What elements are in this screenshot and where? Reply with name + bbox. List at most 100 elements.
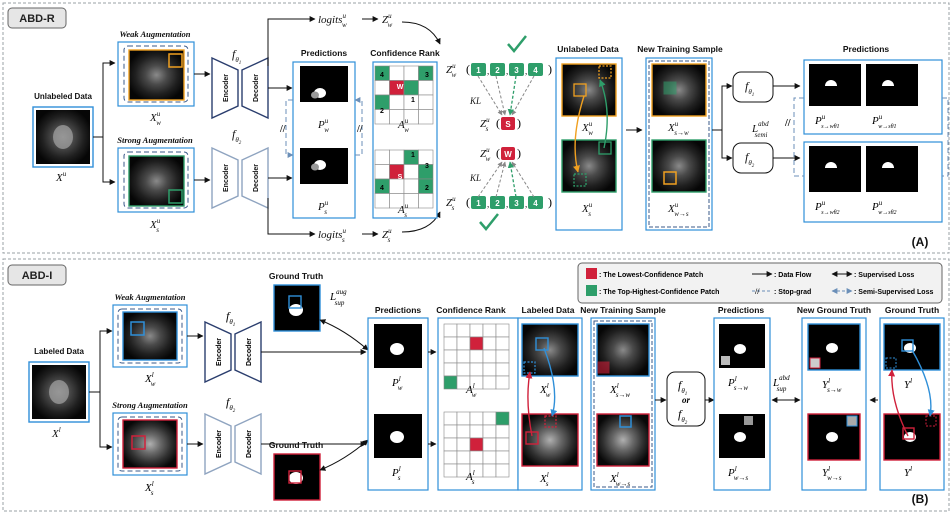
svg-text:Puw→sθ2: Puw→sθ2 [871, 199, 897, 216]
grid-w-num1: 4 [380, 72, 384, 79]
svg-text:Yl: Yl [904, 465, 912, 479]
grid-bs-cell [495, 437, 510, 452]
svg-text:(: ( [496, 116, 500, 130]
seq-comma: , [506, 199, 508, 209]
svg-text:Xlw: Xlw [539, 382, 551, 399]
svg-text:Yls→w: Yls→w [822, 377, 842, 394]
svg-text:): ) [517, 146, 521, 160]
grid-bs-cell [495, 424, 510, 439]
svg-text:Pls: Pls [391, 465, 401, 482]
unlabeled-xw-image [561, 63, 617, 117]
weak-aug-label-b: Weak Augmentation [114, 292, 185, 302]
svg-text:Yl: Yl [904, 377, 912, 391]
encoder-strong-a [211, 146, 239, 210]
grid-bw-cell [443, 349, 458, 364]
grid-bw-cell [482, 375, 497, 390]
svg-text:Pus: Pus [317, 199, 329, 216]
weak-patch-orange [168, 53, 183, 68]
grid-s-num1: 1 [411, 152, 415, 159]
grid-bs-cell [495, 450, 510, 465]
grid-bs-cell [456, 437, 471, 452]
grid-bs-cell [469, 424, 484, 439]
svg-text:Xls: Xls [144, 480, 154, 497]
labeled-data-label: Labeled Data [34, 347, 84, 356]
svg-text:fθ1: fθ1 [678, 378, 687, 397]
kl-top: KL [469, 96, 481, 106]
grid-bs-cell [443, 424, 458, 439]
svg-text:fθ2: fθ2 [226, 395, 236, 414]
unlabeled-xs-image [561, 139, 617, 193]
svg-text:Xuw→s: Xuw→s [667, 201, 689, 218]
grid-bs-cell [482, 411, 497, 426]
grid-bw-cell [482, 349, 497, 364]
grid-w-cell [403, 80, 419, 96]
seq-box [509, 196, 524, 209]
panel-a-letter: (A) [912, 235, 929, 249]
svg-text:Decoder: Decoder [246, 430, 253, 458]
seq-comma: , [525, 66, 527, 76]
seq-comma: , [487, 66, 489, 76]
seq-number: 4 [533, 199, 538, 208]
grid-bw-cell [443, 375, 458, 390]
grid-bw-cell [469, 349, 484, 364]
f-theta2-a: fθ2 [232, 127, 242, 146]
or-label: or [682, 395, 691, 405]
confidence-rank-label-b: Confidence Rank [436, 305, 506, 315]
svg-text:Xuw: Xuw [581, 120, 593, 137]
new-ground-truth-label: New Ground Truth [797, 305, 871, 315]
grid-bs-cell [482, 463, 497, 478]
grid-s-cell [374, 164, 390, 180]
grid-bs-cell [443, 411, 458, 426]
svg-text:): ) [548, 62, 552, 76]
f-theta1-a: fθ1 [232, 47, 241, 66]
seq-box [509, 63, 524, 76]
grid-w-cell [389, 65, 405, 81]
conf-grid-weak-b [443, 323, 510, 390]
svg-text://: // [784, 118, 791, 129]
grid-bw-cell [456, 323, 471, 338]
grid-bs-cell [495, 411, 510, 426]
f-theta1-box-a [732, 71, 774, 103]
grid-bw-cell [469, 362, 484, 377]
svg-text:Xls→w: Xls→w [609, 382, 630, 399]
grid-s-cell [418, 193, 434, 209]
svg-text:Xlw→s: Xlw→s [609, 471, 630, 488]
input-x-a: Xu [55, 170, 67, 184]
grid-s-cell [403, 164, 419, 180]
stopgrad-1: // [279, 124, 286, 135]
panel-b-tag: ABD-I [22, 270, 53, 282]
stopgrad-2: // [356, 124, 363, 135]
seq-box [490, 196, 505, 209]
new-xs2w-image [651, 63, 707, 117]
ground-truth-label-1: Ground Truth [269, 271, 323, 281]
conf-grid-weak [374, 65, 434, 125]
seq-box [490, 63, 505, 76]
panel-a-tag-box [7, 7, 67, 29]
grid-bs-cell [495, 463, 510, 478]
seq-number: 4 [533, 66, 538, 75]
svg-text:W: W [504, 150, 512, 159]
svg-text:Puw→sθ1: Puw→sθ1 [871, 113, 897, 130]
weak-aug-image-a [128, 49, 185, 101]
zw-mid-box [501, 147, 515, 160]
svg-text:Decoder: Decoder [246, 338, 253, 366]
grid-bs-cell [443, 450, 458, 465]
svg-text:Pls→w: Pls→w [727, 375, 748, 392]
weak-aug-label-a: Weak Augmentation [119, 29, 190, 39]
svg-text://: // [754, 287, 760, 296]
grid-bs-cell [482, 437, 497, 452]
seq-box [471, 63, 486, 76]
panel-b-tag-box [7, 264, 67, 286]
legend-stop-grad: : Stop-grad [774, 289, 811, 296]
grid-bs-cell [469, 411, 484, 426]
svg-text:Encoder: Encoder [216, 430, 223, 458]
svg-text:fθ1: fθ1 [745, 79, 754, 98]
svg-text:Xl: Xl [51, 426, 61, 440]
